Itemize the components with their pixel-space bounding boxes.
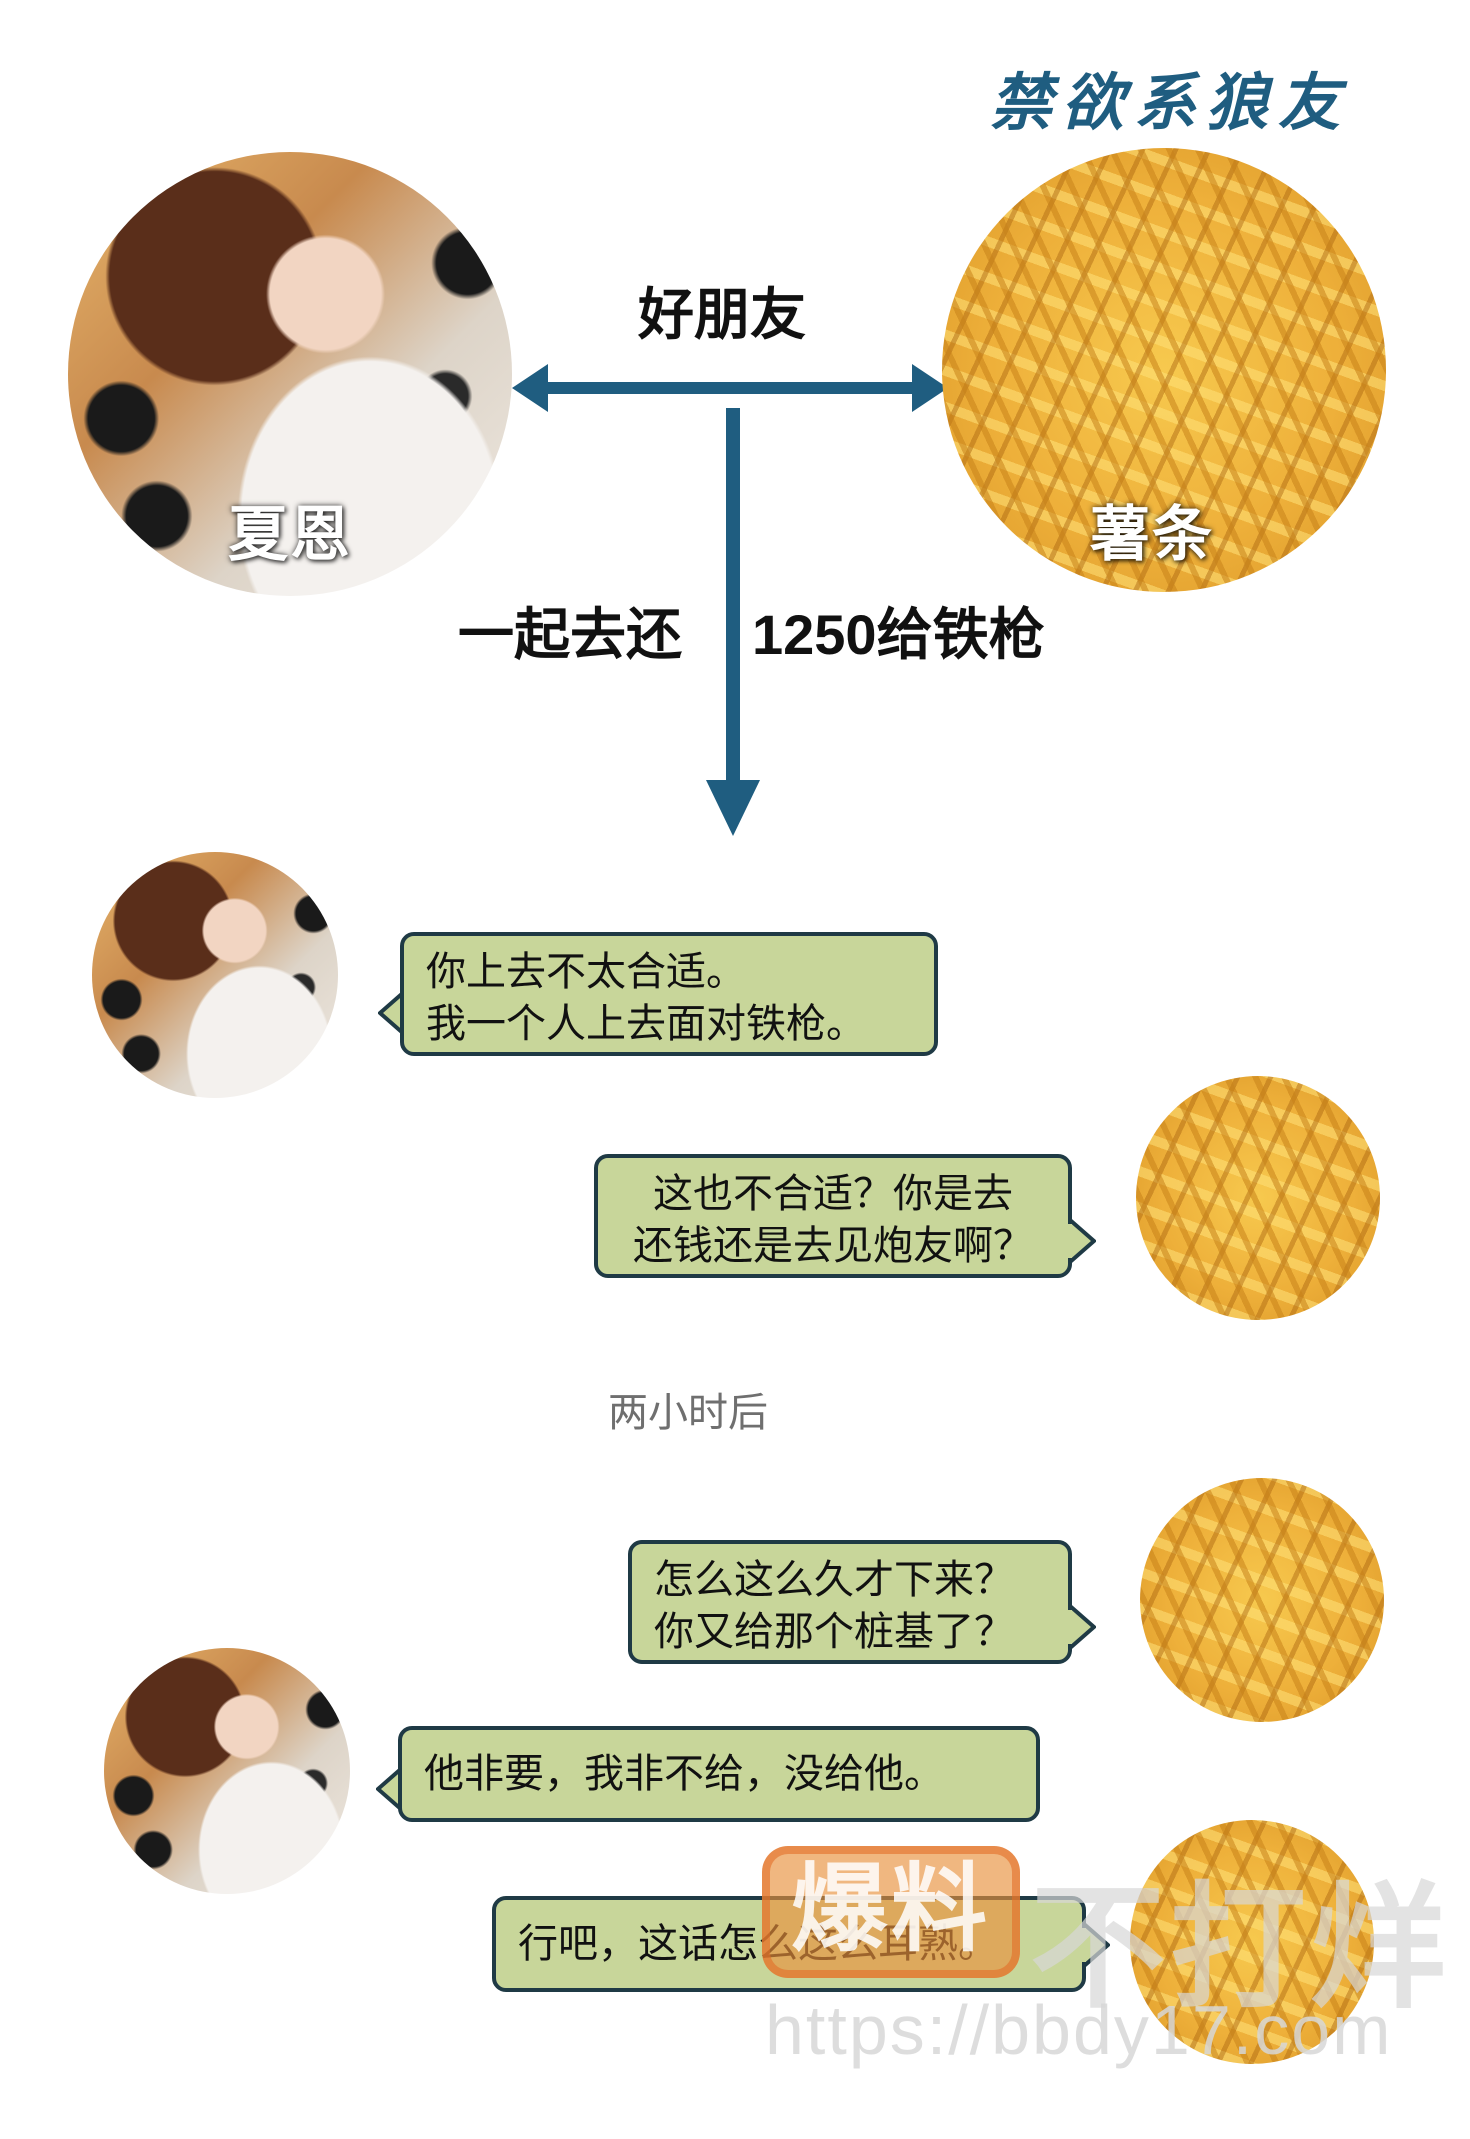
brand-title: 禁欲系狼友 (990, 66, 1351, 139)
watermark-url: https://bbdy17.com (765, 1991, 1393, 2069)
watermark-badge: 爆料 (762, 1846, 1020, 1978)
chat-avatar-xiaen (92, 852, 338, 1098)
chat-message-line: 你又给那个桩基了？ (654, 1610, 1014, 1654)
chat-avatar-xiaen (104, 1648, 350, 1894)
time-separator: 两小时后 (608, 1391, 768, 1435)
arrow-vertical-shaft (726, 408, 740, 786)
chat-message-line: 你上去不太合适。 (426, 950, 746, 994)
chat-message-line: 怎么这么久才下来？ (654, 1558, 1014, 1602)
chat-message: 怎么这么久才下来？ 你又给那个桩基了？ (628, 1540, 1072, 1664)
arrow-head-down (706, 780, 760, 836)
arrow-head-right (912, 364, 948, 412)
chat-message: 这也不合适？你是去 还钱还是去见炮友啊？ (594, 1154, 1072, 1278)
arrow-horizontal-shaft (540, 382, 920, 394)
branch-label-right: 1250给铁枪 (752, 603, 1045, 666)
chat-message-line: 这也不合适？你是去 (653, 1172, 1013, 1216)
watermark-text: 不打烊 (1030, 1872, 1450, 2024)
chat-message: 你上去不太合适。 我一个人上去面对铁枪。 (400, 932, 938, 1056)
chat-avatar-shutiao (1130, 1820, 1374, 2064)
chat-message: 他非要，我非不给，没给他。 (398, 1726, 1040, 1822)
bubble-tail-right (1082, 1922, 1110, 1968)
chat-message-line: 还钱还是去见炮友啊？ (633, 1224, 1033, 1268)
character-avatar-left (68, 152, 512, 596)
bubble-tail-right (1068, 1218, 1096, 1264)
bubble-tail-right (1068, 1604, 1096, 1650)
chat-avatar-shutiao (1136, 1076, 1380, 1320)
chat-message-line: 我一个人上去面对铁枪。 (426, 1002, 866, 1046)
chat-message-line: 他非要，我非不给，没给他。 (424, 1752, 944, 1796)
branch-label-left: 一起去还 (458, 603, 682, 666)
relationship-label: 好朋友 (638, 283, 806, 346)
arrow-head-left (512, 364, 548, 412)
character-name-right: 薯条 (1090, 501, 1214, 568)
chat-avatar-shutiao (1140, 1478, 1384, 1722)
character-name-left: 夏恩 (228, 501, 352, 568)
character-avatar-right (942, 148, 1386, 592)
